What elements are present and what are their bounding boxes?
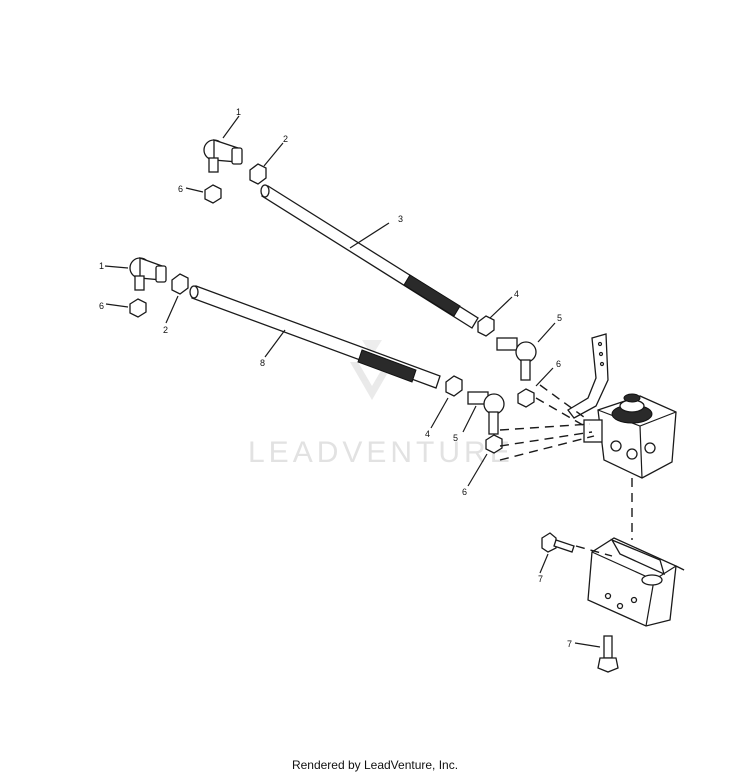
watermark-text: LEADVENTURE — [248, 436, 514, 469]
callout-6-top: 6 — [178, 184, 183, 194]
nut-part-4-upper[interactable] — [477, 315, 495, 337]
ball-joint-part-1-lower[interactable] — [129, 257, 167, 291]
assembly-dashed-lines — [499, 384, 689, 573]
nut-part-2-upper[interactable] — [249, 163, 267, 185]
shifter-assembly[interactable] — [567, 333, 677, 479]
ball-joint-part-5-lower[interactable] — [467, 391, 505, 435]
nut-part-2-lower[interactable] — [171, 273, 189, 295]
tie-rod-part-3[interactable] — [260, 184, 479, 329]
nut-part-6-upper[interactable] — [204, 184, 222, 204]
callout-1-mid: 1 — [99, 261, 104, 271]
nut-part-4-lower[interactable] — [445, 375, 463, 397]
callout-1-top: 1 — [236, 107, 241, 117]
callout-6-mid: 6 — [99, 301, 104, 311]
callout-6-right: 6 — [556, 359, 561, 369]
ball-joint-part-5-upper[interactable] — [496, 337, 537, 381]
nut-part-6-lower-left[interactable] — [129, 298, 147, 318]
mounting-bracket[interactable] — [587, 537, 677, 627]
callout-4-lower: 4 — [425, 429, 430, 439]
nut-part-6-lower[interactable] — [485, 434, 503, 454]
callout-2-mid: 2 — [163, 325, 168, 335]
leader-lines — [104, 115, 601, 648]
callout-4-upper: 4 — [514, 289, 519, 299]
bolt-part-7-lower[interactable] — [597, 635, 619, 673]
callout-3: 3 — [398, 214, 403, 224]
bolt-part-7-upper[interactable] — [541, 532, 575, 553]
ball-joint-part-1-upper[interactable] — [203, 139, 243, 173]
callout-8: 8 — [260, 358, 265, 368]
tie-rod-part-8[interactable] — [189, 285, 441, 389]
nut-part-6-right[interactable] — [517, 388, 535, 408]
render-credit: Rendered by LeadVenture, Inc. — [291, 758, 459, 772]
callout-2-top: 2 — [283, 134, 288, 144]
callout-6-lower: 6 — [462, 487, 467, 497]
callout-7-upper: 7 — [538, 574, 543, 584]
callout-7-lower: 7 — [567, 639, 572, 649]
callout-labels: 1 2 6 3 1 6 2 8 4 5 6 4 5 6 7 7 — [99, 107, 572, 649]
callout-5-lower: 5 — [453, 433, 458, 443]
callout-5-upper: 5 — [557, 313, 562, 323]
